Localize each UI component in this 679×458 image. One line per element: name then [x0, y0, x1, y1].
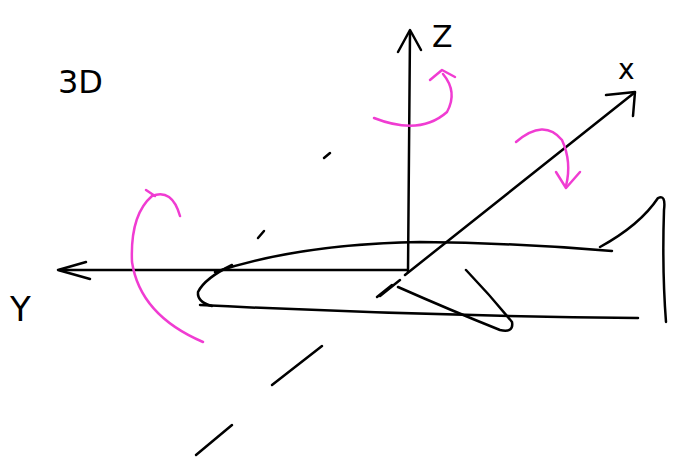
dash	[258, 231, 264, 238]
roll-arrowhead	[556, 172, 580, 188]
pitch-arrow	[132, 194, 203, 342]
axis-label: x	[618, 56, 635, 84]
yaw-arrow	[374, 74, 452, 126]
fuselage-top	[215, 242, 612, 272]
dash	[272, 346, 322, 385]
fuselage-bottom	[200, 305, 638, 318]
dash	[196, 425, 232, 455]
x-arrowhead	[606, 92, 635, 116]
dash	[324, 153, 330, 158]
y-arrowhead	[58, 262, 90, 279]
z-axis	[408, 32, 410, 272]
nose	[198, 265, 232, 306]
tail	[600, 197, 666, 322]
wing	[398, 270, 512, 331]
sketch-title: 3D	[58, 66, 103, 98]
axis-label: Y	[10, 292, 31, 326]
z-arrowhead	[398, 30, 421, 52]
yaw-arrowhead	[430, 70, 455, 80]
axis-label: Z	[432, 22, 453, 52]
pitch-arrowhead	[146, 190, 155, 196]
y-axis	[60, 269, 407, 272]
wing-root	[380, 280, 400, 296]
